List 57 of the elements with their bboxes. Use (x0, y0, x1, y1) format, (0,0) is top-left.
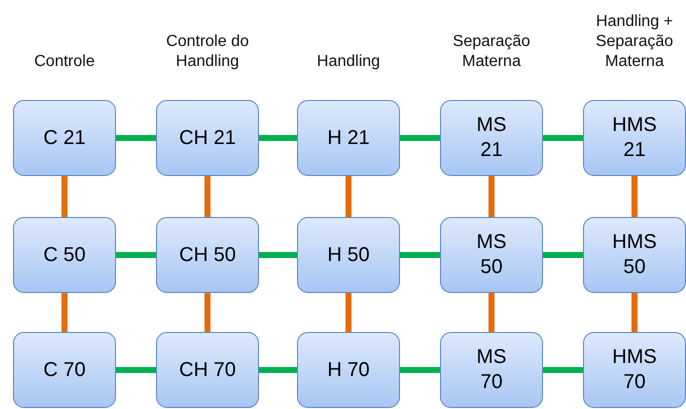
group-label: C 50 (43, 242, 86, 268)
group-box (583, 332, 686, 408)
group-label: CH 21 (179, 126, 236, 150)
group-box (297, 332, 400, 408)
group-box (440, 217, 543, 293)
column-heading: Handling (316, 52, 380, 72)
group-label: MS 70 (476, 345, 508, 395)
group-box (583, 100, 686, 176)
connector-line (259, 367, 297, 373)
group-box (440, 332, 543, 408)
group-box (13, 332, 116, 408)
column-heading: Handling + Separação Materna (594, 12, 674, 72)
group-label: C 21 (43, 126, 86, 150)
connector-line (488, 293, 494, 332)
group-label: H 21 (327, 126, 370, 150)
group-box (13, 217, 116, 293)
column-heading: Separação Materna (452, 32, 532, 72)
column-heading: Controle (34, 52, 95, 72)
group-label: H 70 (327, 358, 370, 382)
connector-line (62, 176, 68, 217)
group-label: HMS 21 (611, 113, 658, 163)
connector-line (259, 252, 297, 258)
connector-line (400, 367, 440, 373)
group-label: H 50 (327, 242, 370, 268)
connector-line (543, 135, 583, 141)
connector-line (204, 293, 210, 332)
connector-line (346, 176, 352, 217)
group-label: MS 21 (476, 113, 508, 163)
group-box (156, 217, 259, 293)
group-label: HMS 70 (611, 345, 658, 395)
connector-line (116, 367, 156, 373)
connector-line (543, 367, 583, 373)
connector-line (632, 293, 638, 332)
group-box (13, 100, 116, 176)
connector-line (632, 176, 638, 217)
connector-line (116, 135, 156, 141)
group-label: MS 50 (476, 230, 508, 280)
connector-line (400, 135, 440, 141)
group-label: C 70 (43, 358, 86, 382)
group-box (583, 217, 686, 293)
connector-line (204, 176, 210, 217)
group-box (297, 217, 400, 293)
group-label: CH 50 (179, 242, 236, 268)
group-label: CH 70 (179, 358, 236, 382)
column-heading: Controle do Handling (165, 32, 250, 72)
group-box (156, 100, 259, 176)
group-box (156, 332, 259, 408)
group-box (440, 100, 543, 176)
connector-line (346, 293, 352, 332)
connector-line (62, 293, 68, 332)
connector-line (116, 252, 156, 258)
connector-line (259, 135, 297, 141)
connector-line (400, 252, 440, 258)
connector-line (543, 252, 583, 258)
group-box (297, 100, 400, 176)
group-label: HMS 50 (611, 230, 658, 280)
connector-line (488, 176, 494, 217)
